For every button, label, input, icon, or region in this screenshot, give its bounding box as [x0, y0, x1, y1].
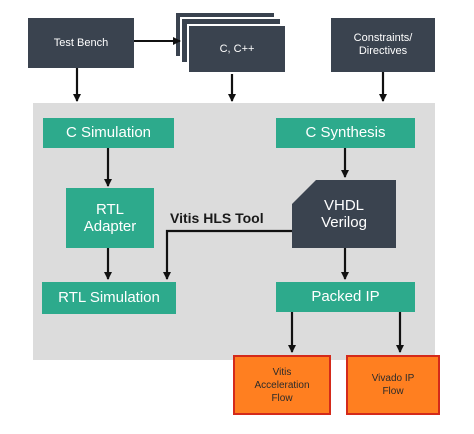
rtl-simulation-box: RTL Simulation	[42, 282, 176, 314]
rtl-adapter-box: RTL Adapter	[66, 188, 154, 248]
c-source-box: C, C++	[187, 24, 287, 74]
hdl-to-rtlsim-arrow	[163, 229, 292, 280]
packed-ip-box: Packed IP	[276, 282, 415, 312]
vivado-ip-flow-box: Vivado IP Flow	[346, 355, 440, 415]
vitis-acceleration-flow-box: Vitis Acceleration Flow	[233, 355, 331, 415]
c-simulation-box: C Simulation	[43, 118, 174, 148]
c-synthesis-box: C Synthesis	[276, 118, 415, 148]
vitis-hls-tool-label: Vitis HLS Tool	[170, 210, 264, 226]
constraints-box: Constraints/ Directives	[331, 18, 435, 72]
vhdl-verilog-box: VHDL Verilog	[292, 180, 396, 248]
test-bench-box: Test Bench	[28, 18, 134, 68]
